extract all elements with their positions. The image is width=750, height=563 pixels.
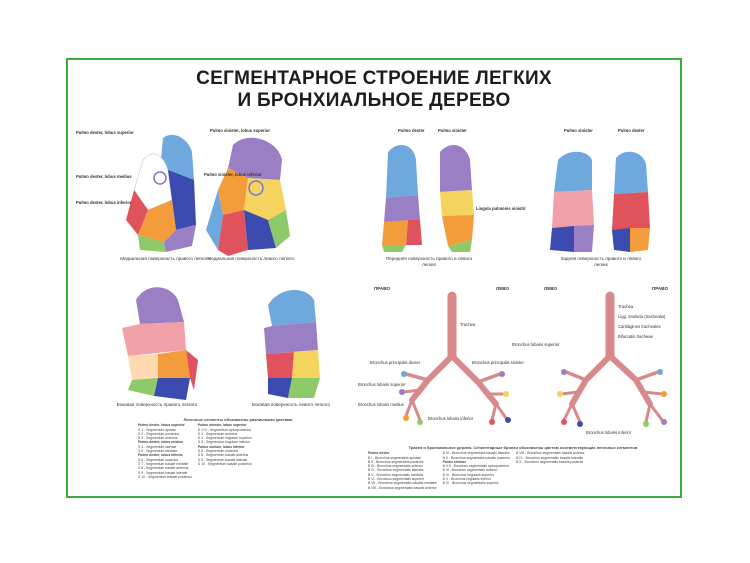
legend-row: B I - Bronchus segmentalis apicalis: [368, 455, 421, 460]
legend-row: S 5 - Segmentum lingulare inferius: [197, 440, 250, 445]
legend-row: S 1 - Segmentum apicale: [138, 427, 177, 432]
legend-row: Pulmo sinister, lobus inferior: [197, 444, 245, 449]
legend-segments: Легочные сегменты обозначены различными …: [138, 417, 338, 479]
label-fig4-pulmo-dexter: Pulmo dexter: [618, 128, 645, 133]
legend-bronchi: Трахея и бронхиальное дерево. Сегментарн…: [368, 445, 678, 490]
lungs-posterior: [550, 151, 650, 252]
caption-fig2: Медиальная поверхность левого легкого: [207, 256, 295, 261]
bronchial-tips-right: [557, 369, 667, 427]
legend-row: B X - Bronchus segmentalis basalis poste…: [516, 459, 584, 464]
poster-title-line2: И БРОНХИАЛЬНОЕ ДЕРЕВО: [237, 90, 511, 111]
legend-row: S 9 - Segmentum basale laterale: [138, 470, 188, 475]
legend-row: S 3 - Segmentum anterius: [138, 436, 178, 441]
tree-left-label-pravo: ПРАВО: [374, 286, 391, 291]
legend-row: B IX - Bronchus segmentalis basalis late…: [442, 451, 510, 456]
tree-right-label-pravo: ПРАВО: [652, 286, 669, 291]
tree-left-label-levo: ЛЕВО: [496, 286, 510, 291]
legend-row: Pulmo sinister: [442, 459, 466, 464]
legend-row: Pulmo dexter: [368, 451, 390, 456]
legend-row: S 2 - Segmentum posterius: [138, 431, 180, 436]
legend-row: S 10 - Segmentum basale posterius: [138, 474, 192, 479]
legend-row: S 9 - Segmentum basale laterale: [197, 457, 248, 462]
legend-row: B IX - Bronchus segmentalis basalis late…: [516, 455, 583, 460]
tree-left-lobaris-inferior: Bronchus lobaris inferior: [428, 416, 474, 421]
legend-row: B IV - Bronchus segmentalis lateralis: [368, 468, 424, 473]
lung-right-lateral: [122, 287, 198, 400]
tree-right-bifurcatio: Bifurcatio tracheae: [618, 334, 653, 339]
legend-row: Pulmo dexter, lobus inferior: [138, 453, 183, 458]
caption-fig4: Задняя поверхность правого и левого легк…: [560, 256, 642, 267]
tree-right-cartilagines: Cartilagines tracheales: [618, 324, 661, 329]
tree-right-trachea: Trachea: [618, 304, 634, 309]
tree-left-lobaris-medius: Bronchus lobaris medius: [358, 402, 404, 407]
legend-row: S 10 - Segmentum basale posterius: [197, 461, 252, 466]
legend-row: B III - Bronchus segmentalis anterior: [368, 464, 423, 469]
legend-row: Pulmo dexter, lobus superior: [138, 423, 185, 428]
tree-left-bronchus-dexter: Bronchus principalis dexter: [370, 360, 421, 365]
caption-fig5: Боковая поверхность правого легкого: [116, 402, 198, 407]
legend-bronchi-title: Трахея и бронхиальное дерево. Сегментарн…: [408, 445, 638, 450]
tree-left-bronchus-sinister: Bronchus principalis sinister: [472, 360, 524, 365]
legend-row: B VIII - Bronchus segmentalis basalis an…: [516, 451, 585, 456]
legend-row: S 3 - Segmentum anterius: [197, 431, 238, 436]
tree-left-lobaris-superior: Bronchus lobaris superior: [358, 382, 406, 387]
label-fig3-pulmo-sinister: Pulmo sinister: [438, 128, 467, 133]
label-pulmo-dexter-superior: Pulmo dexter, lobus superior: [76, 130, 134, 135]
illustrations: [122, 134, 667, 427]
label-pulmo-sinister-inferior: Pulmo sinister, lobus inferior: [204, 172, 262, 177]
legend-row: B VI - Bronchus segmentalis superior: [368, 477, 424, 482]
legend-row: S 4 - Segmentum laterale: [138, 444, 177, 449]
tree-right-bronchus-superior: Bronchus lobaris superior: [512, 342, 560, 347]
legend-row: S 1+2 - Segmentum apicoposterius: [197, 427, 251, 432]
tree-right-lig-anulare: Ligg. anularia (trachealia): [618, 314, 666, 319]
legend-row: S 6 - Segmentum superius: [138, 457, 179, 462]
bronchial-tree-left: [402, 291, 508, 422]
legend-row: B VII - Bronchus segmentalis basalis med…: [368, 481, 437, 486]
label-fig3-pulmo-dexter: Pulmo dexter: [398, 128, 425, 133]
lungs-anterior: [382, 145, 474, 252]
caption-fig1: Медиальная поверхность правого легкого: [120, 256, 210, 261]
legend-row: S 4 - Segmentum lingulare superius: [197, 436, 252, 441]
legend-row: B V - Bronchus segmentalis medialis: [368, 472, 424, 477]
caption-fig3: Передняя поверхность правого и левого ле…: [385, 256, 473, 267]
legend-row: Pulmo sinister, lobus superior: [197, 423, 247, 428]
label-pulmo-dexter-medius: Pulmo dexter, lobus medius: [76, 174, 132, 179]
poster: СЕГМЕНТАРНОЕ СТРОЕНИЕ ЛЕГКИХ И БРОНХИАЛЬ…: [66, 58, 682, 498]
label-fig4-pulmo-sinister: Pulmo sinister: [564, 128, 593, 133]
legend-row: B X - Bronchus segmentalis basalis poste…: [442, 455, 511, 460]
lung-left-medial: [206, 137, 290, 256]
tree-left-trachea: Trachea: [460, 322, 476, 327]
legend-row: S 8 - Segmentum basale anterius: [138, 466, 189, 471]
legend-row: B III - Bronchus segmentalis anterior: [442, 468, 498, 473]
poster-title-line1: СЕГМЕНТАРНОЕ СТРОЕНИЕ ЛЕГКИХ: [196, 68, 552, 89]
tree-right-label-levo: ЛЕВО: [544, 286, 558, 291]
caption-fig6: Боковая поверхность левого легкого: [251, 402, 331, 407]
bronchial-tree-right: [560, 291, 664, 424]
lung-right-medial: [126, 134, 196, 252]
label-lingula: Lingula pulmonis sinistri: [476, 206, 526, 211]
legend-row: S 5 - Segmentum mediale: [138, 449, 178, 454]
label-pulmo-sinister-superior: Pulmo sinister, lobus superior: [210, 128, 271, 133]
tree-right-bronchus-inferior: Bronchus lobaris inferior: [586, 430, 632, 435]
legend-row: B IV - Bronchus lingularis superior: [442, 472, 494, 477]
legend-bronchi-col3: B VIII - Bronchus segmentalis basalis an…: [516, 451, 585, 490]
legend-row: S 6 - Segmentum superius: [197, 449, 239, 454]
legend-row: B I+II - Bronchus segmentalis apicoposte…: [442, 464, 510, 469]
legend-row: B VI - Bronchus segmentalis superior: [442, 481, 499, 486]
legend-row: B VIII - Bronchus segmentalis basalis an…: [368, 485, 437, 490]
lung-left-lateral: [264, 290, 320, 398]
legend-segments-title: Легочные сегменты обозначены различными …: [183, 417, 293, 422]
legend-row: S 8 - Segmentum basale anterius: [197, 453, 249, 458]
label-pulmo-dexter-inferior: Pulmo dexter, lobus inferior: [76, 200, 132, 205]
legend-row: Pulmo dexter, lobus medius: [138, 440, 184, 445]
legend-bronchi-col2: B IX - Bronchus segmentalis basalis late…: [443, 451, 510, 490]
legend-row: S 7 - Segmentum basale mediale: [138, 461, 189, 466]
legend-row: B V - Bronchus lingularis inferior: [442, 477, 492, 482]
bronchial-tips-left: [399, 371, 511, 425]
legend-row: B II - Bronchus segmentalis posterior: [368, 459, 424, 464]
